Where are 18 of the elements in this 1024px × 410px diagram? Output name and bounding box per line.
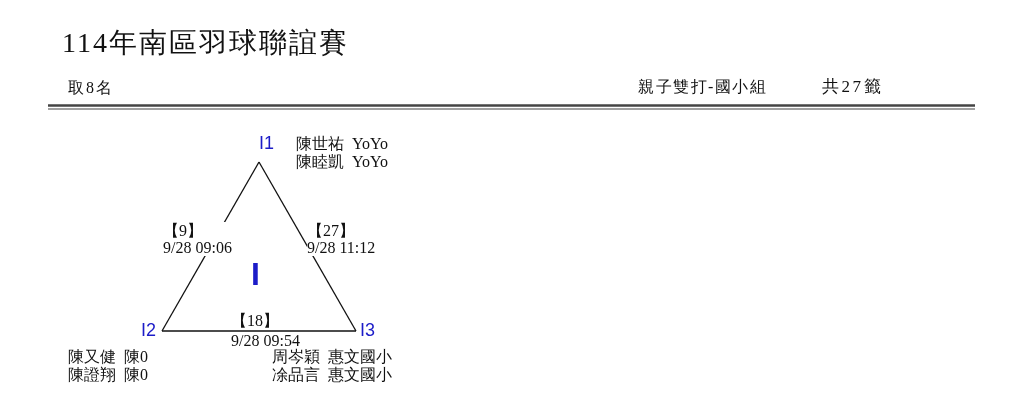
player-entry: 陳世祐 YoYo [296,135,388,152]
player-entry: 陳睦凱 YoYo [296,153,388,170]
header-note: 取8名 [68,78,114,98]
event-name: 親子雙打-國小組 [638,77,768,97]
match-line [161,330,357,332]
draw-count: 共27籤 [822,76,883,98]
player-entry: 陳又健 陳0 [68,348,148,365]
position-label: I3 [360,320,375,341]
match-label: 【9】 9/28 09:06 [163,222,232,256]
group-label: I [251,258,260,290]
position-label: I1 [259,134,274,152]
page-title: 114年南區羽球聯誼賽 [62,26,349,60]
match-line [258,161,357,332]
player-entry: 凃品言 惠文國小 [272,366,392,383]
match-label: 【27】 9/28 11:12 [307,222,376,256]
player-entry: 周岑穎 惠文國小 [272,348,392,365]
position-label: I2 [141,320,156,341]
player-entry: 陳證翔 陳0 [68,366,148,383]
